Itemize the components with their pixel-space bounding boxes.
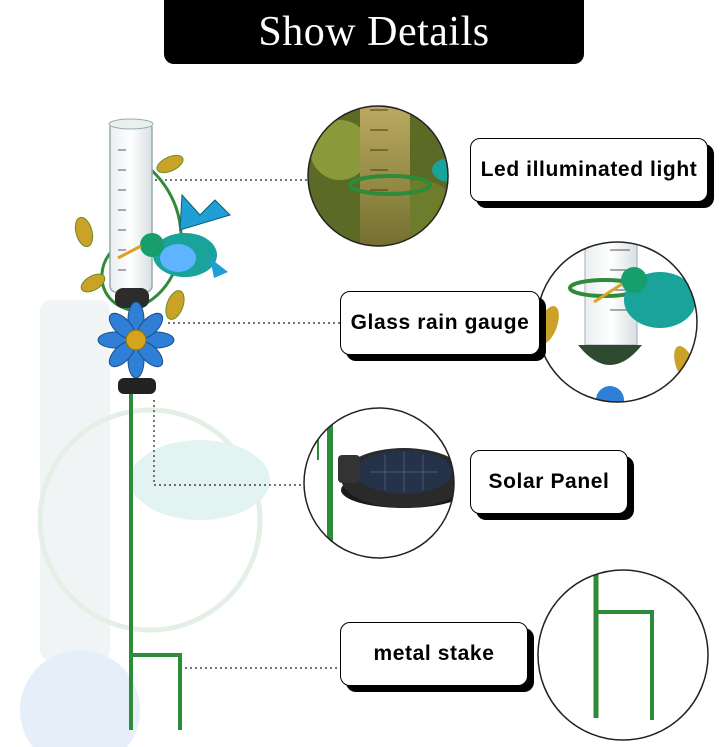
- feature-label-solar-panel: Solar Panel: [470, 450, 628, 514]
- closeup-stake: [537, 569, 709, 741]
- rain-gauge-product: [74, 118, 231, 730]
- leader-line-solar: [153, 400, 304, 486]
- closeup-solar: [303, 407, 455, 559]
- solar-base-icon: [118, 378, 156, 394]
- feature-label-led: Led illuminated light: [470, 138, 708, 202]
- feature-label-metal-stake: metal stake: [340, 622, 528, 686]
- closeup-gauge: [536, 241, 698, 403]
- feature-label-rain-gauge: Glass rain gauge: [340, 291, 540, 355]
- glass-tube-icon: [109, 121, 153, 293]
- faded-background-product: [20, 300, 270, 747]
- page-title: Show Details: [258, 9, 490, 55]
- header-banner: Show Details: [164, 0, 584, 64]
- flower-icon: [97, 301, 175, 379]
- stake-icon: [129, 380, 182, 730]
- leader-lines: [150, 179, 340, 669]
- closeup-led: [307, 105, 449, 247]
- hummingbird-icon: [117, 193, 231, 278]
